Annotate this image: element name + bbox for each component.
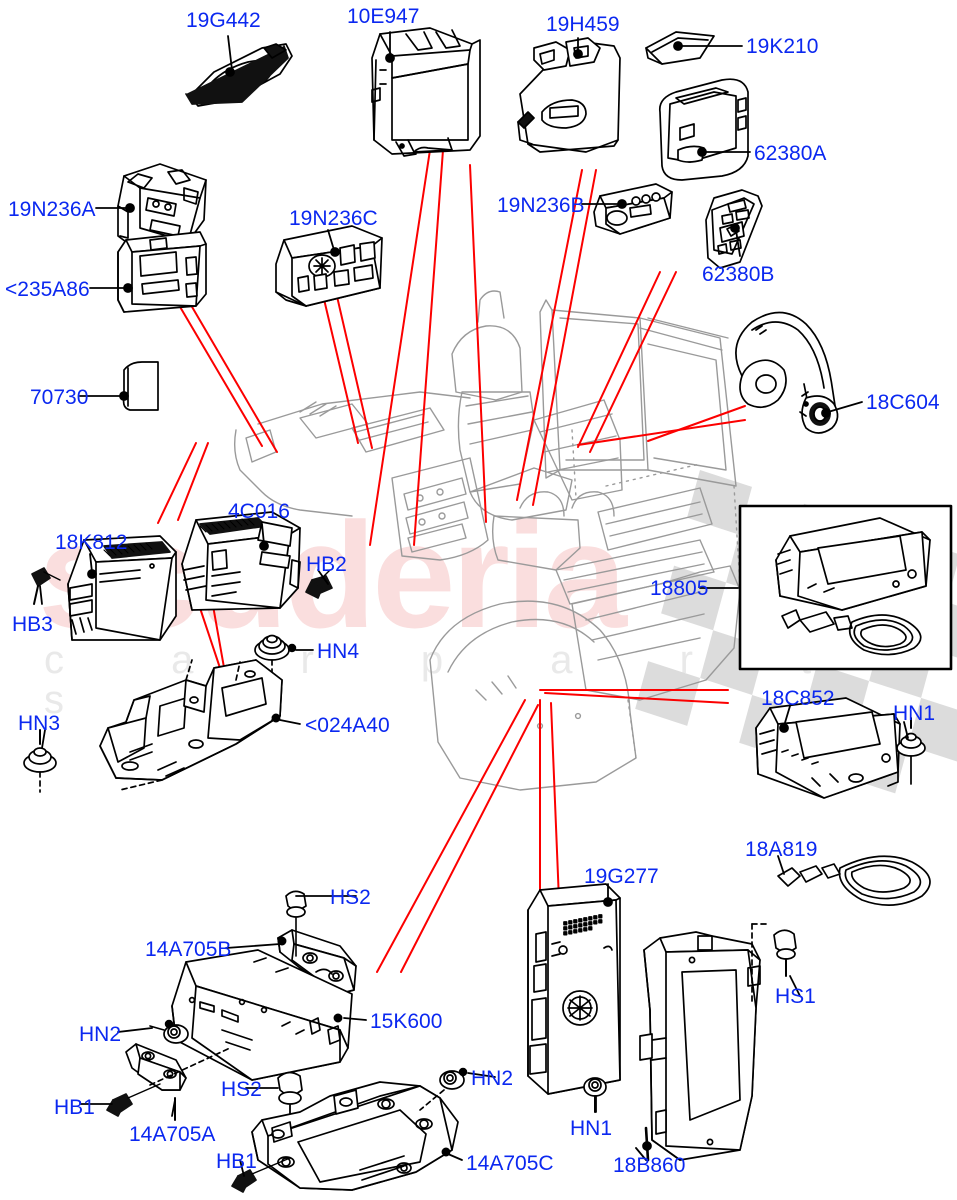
part-label-18805[interactable]: 18805 bbox=[650, 577, 709, 600]
part-HB3 bbox=[31, 567, 61, 605]
part-label-14A705A[interactable]: 14A705A bbox=[129, 1123, 216, 1146]
part-label-18B860[interactable]: 18B860 bbox=[613, 1154, 686, 1177]
part-label-HS2[interactable]: HS2 bbox=[330, 886, 371, 909]
leader-line bbox=[175, 299, 263, 447]
part-10E947 bbox=[371, 27, 481, 157]
part-HN2-bottom bbox=[419, 1067, 468, 1111]
part-HN4 bbox=[254, 634, 297, 685]
leader-line bbox=[376, 699, 526, 973]
part-label-HN4[interactable]: HN4 bbox=[317, 640, 360, 663]
part-19H459 bbox=[517, 37, 621, 153]
part-235A86 bbox=[117, 231, 207, 313]
part-19N236C bbox=[275, 225, 383, 307]
part-label-HS1[interactable]: HS1 bbox=[775, 985, 816, 1008]
part-14A705C bbox=[251, 1081, 459, 1191]
leader-line bbox=[413, 149, 444, 546]
part-label-19H459[interactable]: 19H459 bbox=[546, 13, 620, 36]
part-label-024A40[interactable]: <024A40 bbox=[305, 714, 390, 737]
part-label-HN3[interactable]: HN3 bbox=[18, 712, 61, 735]
part-label-HN1[interactable]: HN1 bbox=[570, 1117, 613, 1140]
part-label-HN1[interactable]: HN1 bbox=[893, 702, 936, 725]
part-HB2 bbox=[305, 569, 333, 599]
part-19N236A bbox=[117, 163, 207, 253]
part-19G277 bbox=[527, 883, 621, 1095]
leader-line bbox=[400, 704, 539, 973]
part-label-HB1[interactable]: HB1 bbox=[216, 1150, 257, 1173]
part-HN3 bbox=[23, 729, 57, 793]
part-HB1-bottom bbox=[231, 1157, 291, 1193]
part-HB1-left bbox=[106, 1083, 161, 1117]
part-label-19G277[interactable]: 19G277 bbox=[584, 865, 659, 888]
part-label-HB1[interactable]: HB1 bbox=[54, 1096, 95, 1119]
leader-line bbox=[544, 692, 729, 704]
part-19N236B bbox=[593, 183, 673, 235]
part-18B860 bbox=[639, 931, 761, 1162]
part-4C016 bbox=[181, 511, 301, 611]
part-HN1-right bbox=[896, 717, 926, 785]
leader-line bbox=[516, 169, 583, 501]
leader-line bbox=[589, 271, 677, 453]
part-label-15K600[interactable]: 15K600 bbox=[370, 1010, 443, 1033]
part-label-18C852[interactable]: 18C852 bbox=[761, 687, 835, 710]
part-18805-box bbox=[738, 504, 953, 671]
leader-line bbox=[369, 149, 431, 546]
part-label-HB2[interactable]: HB2 bbox=[306, 553, 347, 576]
leader-line bbox=[647, 405, 746, 442]
part-label-14A705B[interactable]: 14A705B bbox=[145, 938, 232, 961]
part-label-19K210[interactable]: 19K210 bbox=[746, 35, 819, 58]
part-024A40 bbox=[99, 659, 283, 791]
part-62380A bbox=[658, 78, 749, 181]
part-18K812 bbox=[67, 535, 177, 641]
part-14A705A bbox=[125, 1043, 231, 1121]
part-label-HS2[interactable]: HS2 bbox=[221, 1078, 262, 1101]
leader-line bbox=[177, 442, 209, 521]
part-HN2-upper bbox=[149, 1019, 189, 1044]
part-14A705B bbox=[277, 929, 357, 995]
part-label-19N236C[interactable]: 19N236C bbox=[289, 207, 378, 230]
part-15K600 bbox=[171, 949, 353, 1081]
part-label-62380A[interactable]: 62380A bbox=[754, 142, 827, 165]
part-label-18C604[interactable]: 18C604 bbox=[866, 391, 940, 414]
leader-line bbox=[469, 164, 487, 523]
part-label-18A819[interactable]: 18A819 bbox=[745, 838, 818, 861]
part-label-HN2[interactable]: HN2 bbox=[79, 1023, 122, 1046]
leader-line bbox=[577, 271, 661, 448]
leader-line bbox=[532, 169, 597, 506]
leader-line bbox=[187, 299, 278, 453]
part-label-235A86[interactable]: <235A86 bbox=[5, 278, 90, 301]
part-18C852 bbox=[755, 697, 901, 799]
part-70730 bbox=[122, 361, 159, 411]
part-label-HN2[interactable]: HN2 bbox=[471, 1067, 514, 1090]
part-label-70730[interactable]: 70730 bbox=[30, 386, 89, 409]
part-label-19G442[interactable]: 19G442 bbox=[186, 9, 261, 32]
part-label-62380B[interactable]: 62380B bbox=[702, 263, 775, 286]
part-label-10E947[interactable]: 10E947 bbox=[347, 5, 420, 28]
part-18A819 bbox=[777, 855, 931, 906]
part-label-19N236B[interactable]: 19N236B bbox=[497, 194, 585, 217]
leader-line bbox=[157, 442, 197, 524]
part-label-19N236A[interactable]: 19N236A bbox=[8, 198, 96, 221]
leader-line bbox=[577, 419, 746, 446]
part-label-18K812[interactable]: 18K812 bbox=[55, 531, 128, 554]
part-HN1-bottom bbox=[583, 1077, 607, 1113]
part-label-HB3[interactable]: HB3 bbox=[12, 613, 53, 636]
part-19G442 bbox=[185, 43, 293, 107]
part-label-14A705C[interactable]: 14A705C bbox=[466, 1152, 554, 1175]
part-label-4C016[interactable]: 4C016 bbox=[228, 500, 290, 523]
part-HS1 bbox=[751, 923, 797, 1005]
